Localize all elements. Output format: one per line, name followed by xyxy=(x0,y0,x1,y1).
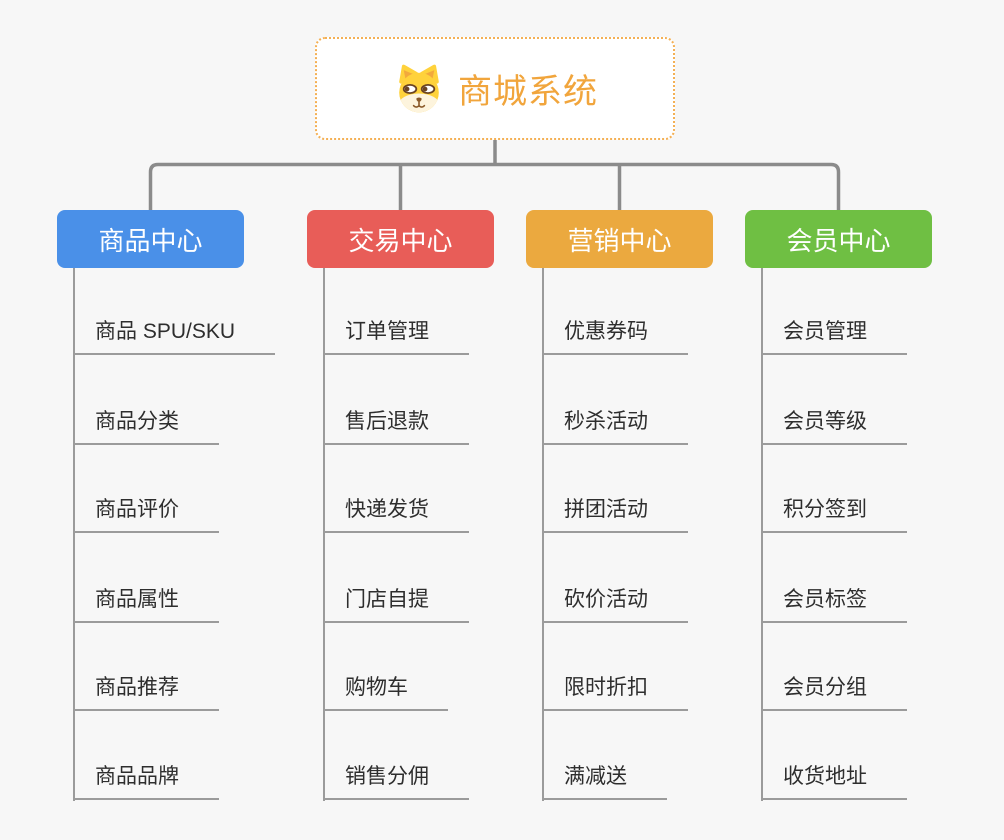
child-node[interactable]: 会员标签 xyxy=(761,585,907,623)
child-node[interactable]: 会员分组 xyxy=(761,673,907,711)
child-node[interactable]: 优惠券码 xyxy=(542,317,688,355)
root-node[interactable]: 商城系统 xyxy=(315,37,675,140)
child-node[interactable]: 快递发货 xyxy=(323,495,469,533)
child-node[interactable]: 商品属性 xyxy=(73,585,219,623)
child-node[interactable]: 拼团活动 xyxy=(542,495,688,533)
branch-connector-line xyxy=(73,268,75,801)
bus-line xyxy=(148,162,841,210)
child-node[interactable]: 积分签到 xyxy=(761,495,907,533)
child-node[interactable]: 商品评价 xyxy=(73,495,219,533)
branch-children-trade-center: 订单管理 售后退款 快递发货 门店自提 购物车 销售分佣 xyxy=(323,268,553,808)
branch-node-trade-center[interactable]: 交易中心 xyxy=(307,210,494,268)
branch-label: 商品中心 xyxy=(98,225,203,256)
child-node[interactable]: 门店自提 xyxy=(323,585,469,623)
branch-connector-line xyxy=(542,268,544,801)
branch-label: 交易中心 xyxy=(348,225,453,256)
child-node[interactable]: 商品分类 xyxy=(73,407,219,445)
child-node[interactable]: 商品 SPU/SKU xyxy=(73,317,276,355)
branch-connector-line xyxy=(323,268,325,801)
child-node[interactable]: 商品推荐 xyxy=(73,673,219,711)
branch-node-marketing-center[interactable]: 营销中心 xyxy=(526,210,713,268)
branch-connector-line xyxy=(761,268,763,801)
child-node[interactable]: 秒杀活动 xyxy=(542,407,688,445)
child-node[interactable]: 会员等级 xyxy=(761,407,907,445)
branch-node-product-center[interactable]: 商品中心 xyxy=(57,210,244,268)
child-node[interactable]: 收货地址 xyxy=(761,762,907,800)
child-node[interactable]: 订单管理 xyxy=(323,317,469,355)
branch-children-member-center: 会员管理 会员等级 积分签到 会员标签 会员分组 收货地址 xyxy=(761,268,991,808)
child-node[interactable]: 限时折扣 xyxy=(542,673,688,711)
root-title: 商城系统 xyxy=(458,73,598,111)
branch-node-member-center[interactable]: 会员中心 xyxy=(745,210,932,268)
child-node[interactable]: 满减送 xyxy=(542,762,667,800)
dog-logo-icon xyxy=(399,64,439,112)
branch-children-product-center: 商品 SPU/SKU 商品分类 商品评价 商品属性 商品推荐 商品品牌 xyxy=(73,268,303,808)
branch-label: 营销中心 xyxy=(567,225,672,256)
child-node[interactable]: 商品品牌 xyxy=(73,762,219,800)
child-node[interactable]: 购物车 xyxy=(323,673,448,711)
child-node[interactable]: 售后退款 xyxy=(323,407,469,445)
child-node[interactable]: 砍价活动 xyxy=(542,585,688,623)
child-node[interactable]: 会员管理 xyxy=(761,317,907,355)
branch-label: 会员中心 xyxy=(786,225,891,256)
branch-children-marketing-center: 优惠券码 秒杀活动 拼团活动 砍价活动 限时折扣 满减送 xyxy=(542,268,772,808)
child-node[interactable]: 销售分佣 xyxy=(323,762,469,800)
